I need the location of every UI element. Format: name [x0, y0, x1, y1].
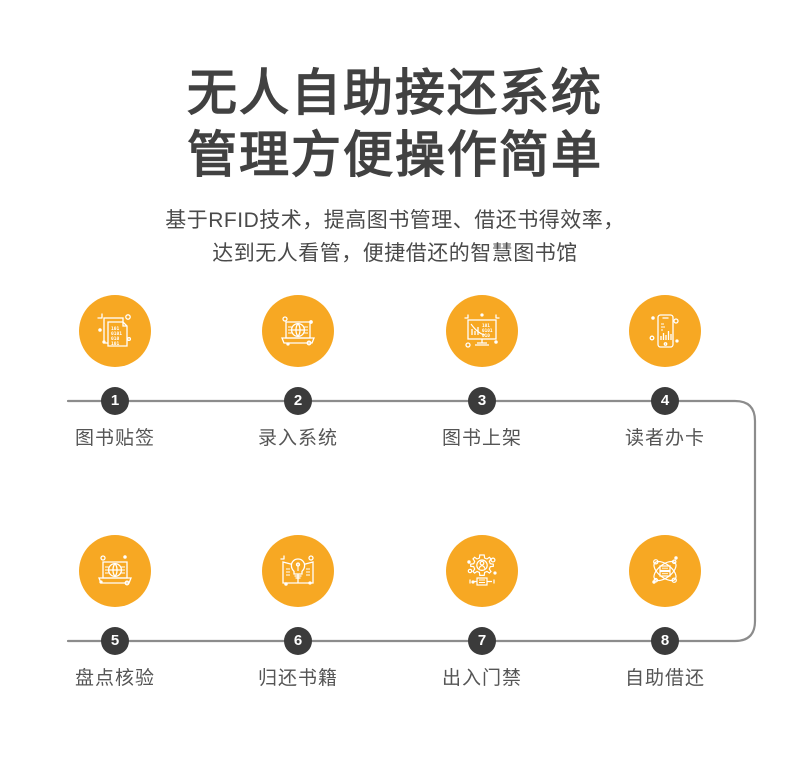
flow-step-number-badge: 3	[468, 387, 496, 415]
flow-step-1[interactable]: 101 0101 010 101 1 图书贴签	[35, 295, 195, 449]
flow-step-label: 自助借还	[624, 668, 705, 689]
svg-text:101: 101	[111, 326, 120, 332]
flow-step-label: 盘点核验	[74, 668, 155, 689]
svg-text:010: 010	[111, 336, 120, 342]
flow-step-number-badge: 5	[101, 627, 129, 655]
gear-person-gate-icon	[446, 535, 518, 607]
page-title-line-2: 管理方便操作简单	[187, 127, 603, 183]
flow-step-label: 归还书籍	[257, 668, 338, 689]
flow-step-4[interactable]: 4 读者办卡	[585, 295, 745, 449]
flow-step-label: 图书上架	[441, 428, 522, 449]
flow-step-label: 读者办卡	[624, 428, 705, 449]
flow-connector-lines	[66, 399, 757, 643]
flow-row-2: 5 盘点核验	[0, 535, 790, 710]
svg-text:0101: 0101	[111, 331, 122, 337]
atom-books-icon	[629, 535, 701, 607]
flow-row-1: 101 0101 010 101 1 图书贴签	[0, 295, 790, 470]
flow-step-number-badge: 7	[468, 627, 496, 655]
page-subtitle: 基于RFID技术，提高图书管理、借还书得效率， 达到无人看管，便捷借还的智慧图书…	[0, 204, 790, 270]
process-flow-diagram: 101 0101 010 101 1 图书贴签	[0, 295, 790, 715]
flow-step-number-badge: 8	[651, 627, 679, 655]
page-subtitle-line-2: 达到无人看管，便捷借还的智慧图书馆	[212, 242, 578, 265]
flow-step-5[interactable]: 5 盘点核验	[35, 535, 195, 689]
document-binary-icon: 101 0101 010 101	[79, 295, 151, 367]
flow-step-8[interactable]: 8 自助借还	[585, 535, 745, 689]
flow-step-label: 图书贴签	[74, 428, 155, 449]
flow-step-6[interactable]: 6 归还书籍	[218, 535, 378, 689]
monitor-chart-icon: 101 0101 010	[446, 295, 518, 367]
svg-text:0101: 0101	[482, 328, 493, 334]
svg-text:010: 010	[482, 333, 490, 339]
laptop-globe-scan-icon	[79, 535, 151, 607]
laptop-globe-icon	[262, 295, 334, 367]
page-subtitle-line-1: 基于RFID技术，提高图书管理、借还书得效率，	[165, 209, 625, 232]
flow-step-number-badge: 2	[284, 387, 312, 415]
header: 无人自助接还系统 管理方便操作简单 基于RFID技术，提高图书管理、借还书得效率…	[0, 62, 790, 270]
page-title-line-1: 无人自助接还系统	[187, 65, 603, 121]
svg-text:101: 101	[482, 323, 490, 329]
flow-step-3[interactable]: 101 0101 010 3 图书上架	[402, 295, 562, 449]
flow-step-label: 录入系统	[257, 428, 338, 449]
book-lightbulb-icon	[262, 535, 334, 607]
flow-step-label: 出入门禁	[441, 668, 522, 689]
svg-text:101: 101	[111, 341, 120, 347]
flow-step-2[interactable]: 2 录入系统	[218, 295, 378, 449]
flow-step-number-badge: 1	[101, 387, 129, 415]
mobile-chart-icon	[629, 295, 701, 367]
flow-step-number-badge: 6	[284, 627, 312, 655]
flow-step-number-badge: 4	[651, 387, 679, 415]
flow-step-7[interactable]: 7 出入门禁	[402, 535, 562, 689]
